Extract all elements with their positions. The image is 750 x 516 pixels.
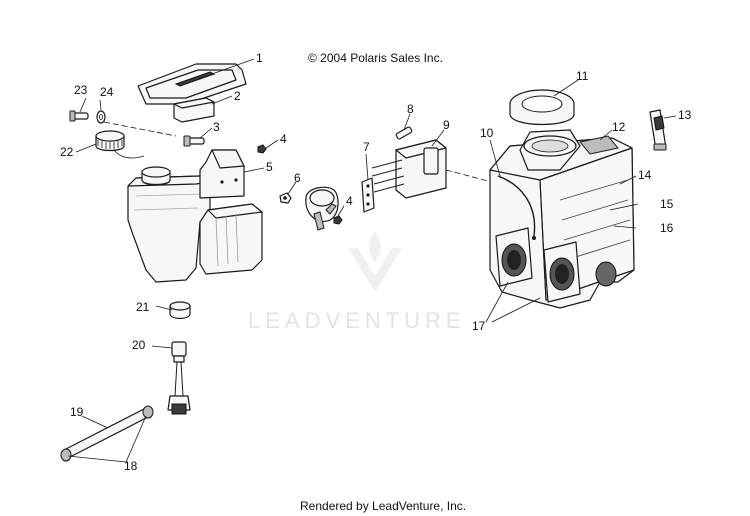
- callout-10: 10: [480, 126, 494, 140]
- part-4-nut-upper: [257, 144, 267, 154]
- part-21-grommet: [169, 301, 191, 320]
- footer-text: Rendered by LeadVenture, Inc.: [300, 499, 466, 513]
- vent-sensor: [305, 186, 339, 231]
- callout-15: 15: [660, 197, 674, 211]
- callout-17: 17: [472, 319, 486, 333]
- part-20-level-sensor: [167, 341, 191, 415]
- alignment-line-right: [445, 169, 493, 183]
- leader-lines: [67, 58, 677, 463]
- part-2-block: [173, 97, 215, 123]
- part-4-nut-lower: [333, 215, 343, 225]
- callout-19: 19: [70, 405, 84, 419]
- callout-4a: 4: [280, 132, 287, 146]
- part-23-screw: [69, 110, 89, 122]
- part-10-sensor-wire: [497, 175, 536, 240]
- part-6-washer: [279, 192, 292, 204]
- oil-tank-body: [127, 166, 263, 283]
- watermark-text: LEADVENTURE: [248, 308, 466, 333]
- callout-20: 20: [132, 338, 146, 352]
- part-8-screw: [395, 126, 413, 140]
- callout-4b: 4: [346, 194, 353, 208]
- callout-9: 9: [443, 118, 450, 132]
- callout-11: 11: [576, 69, 589, 83]
- callout-numbers: 1 2 3 4 4 5 6 7 8 9 10 11 12 13 14 15 16…: [60, 51, 692, 473]
- leadventure-watermark-logo: [348, 232, 402, 292]
- part-7-terminal-block: [361, 177, 375, 213]
- callout-16: 16: [660, 221, 674, 235]
- callout-23: 23: [74, 83, 88, 97]
- part-3-bolt: [183, 135, 205, 147]
- callout-8: 8: [407, 102, 414, 116]
- air-box-housing: [489, 129, 635, 309]
- callout-21: 21: [136, 300, 150, 314]
- part-18-clamps: [60, 405, 154, 462]
- callout-12: 12: [612, 120, 626, 134]
- part-1-tank-cover: [137, 63, 247, 105]
- part-5-mounting-bracket: [199, 149, 245, 199]
- part-11-gasket-ring: [509, 89, 575, 126]
- part-22-filler-cap: [95, 130, 145, 159]
- callout-5: 5: [266, 160, 273, 174]
- callout-24: 24: [100, 85, 114, 99]
- callout-6: 6: [294, 171, 301, 185]
- part-13-latch: [649, 109, 667, 151]
- callout-2: 2: [234, 89, 241, 103]
- callout-7: 7: [363, 140, 370, 154]
- callout-3: 3: [213, 120, 220, 134]
- part-24-washer: [96, 110, 106, 124]
- callout-13: 13: [678, 108, 692, 122]
- part-9-connector-housing: [371, 139, 447, 199]
- alignment-line-left: [103, 121, 177, 137]
- callout-14: 14: [638, 168, 652, 182]
- callout-18: 18: [124, 459, 138, 473]
- callout-22: 22: [60, 145, 74, 159]
- copyright-text: © 2004 Polaris Sales Inc.: [308, 51, 443, 65]
- callout-1: 1: [256, 51, 263, 65]
- part-17-intake-ports: [495, 227, 617, 303]
